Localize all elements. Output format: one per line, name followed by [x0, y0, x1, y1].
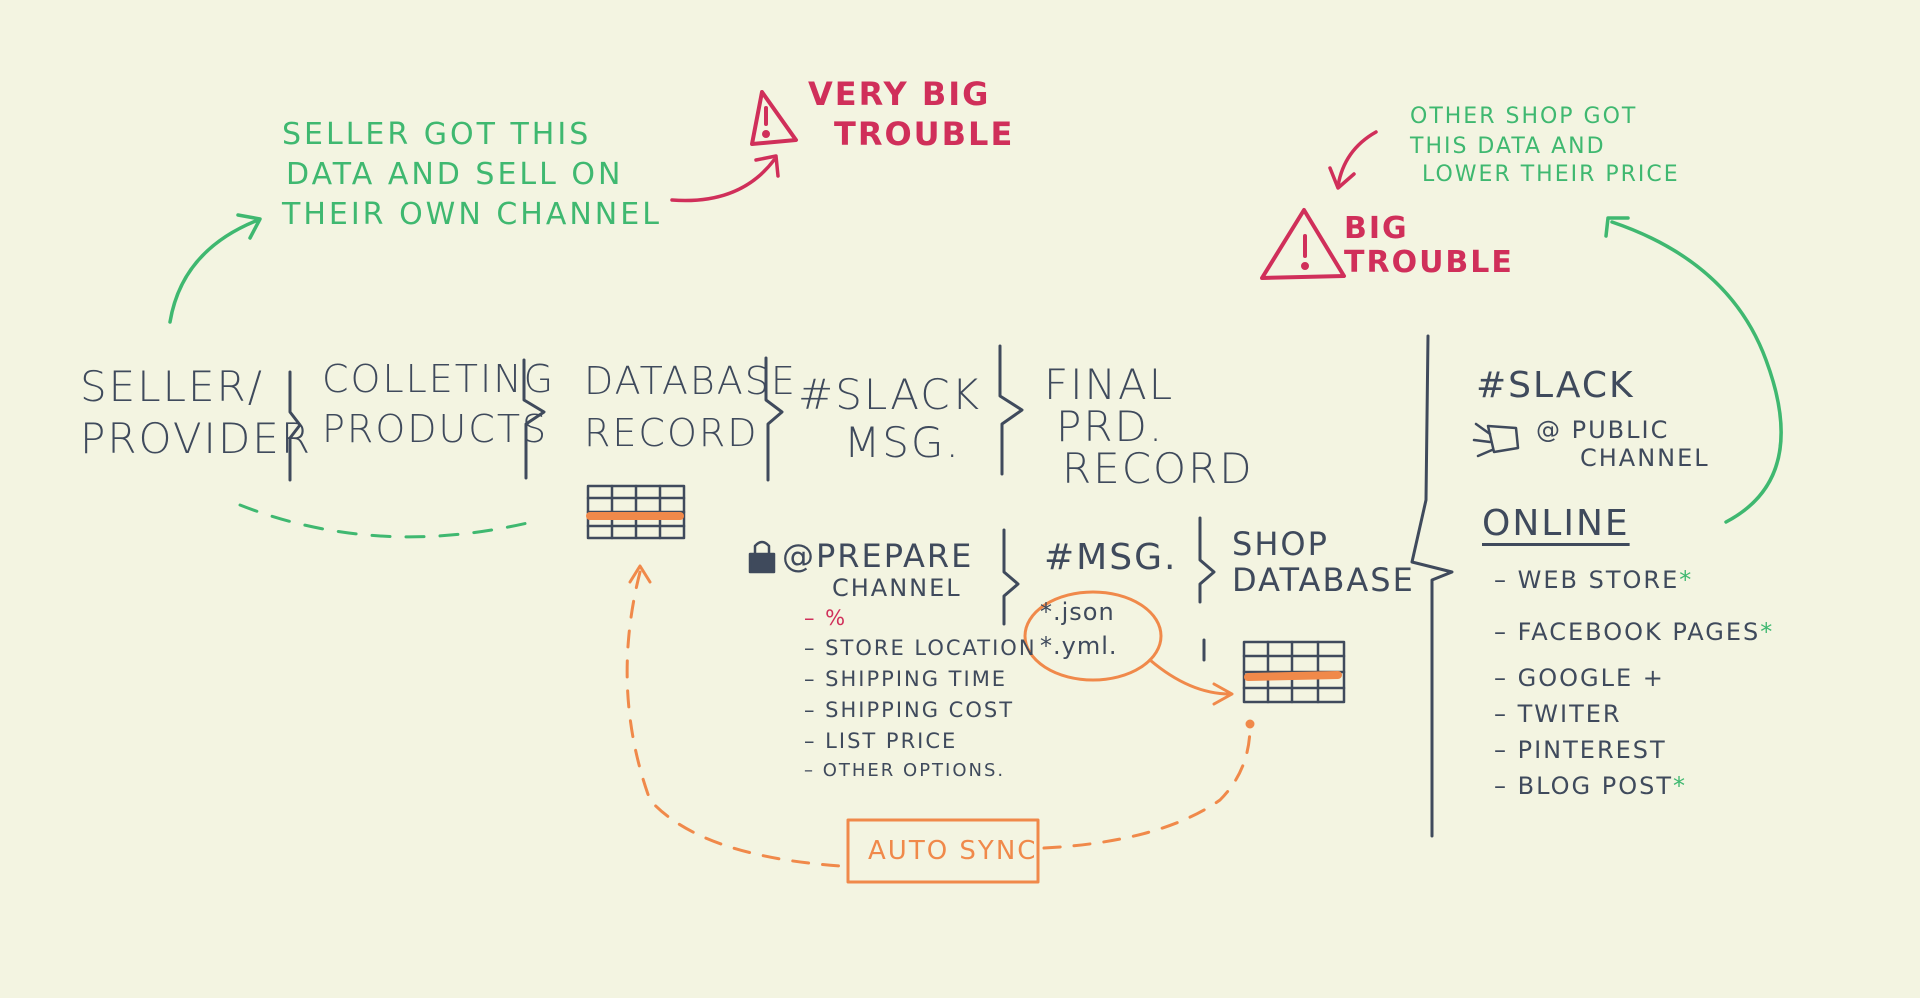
brace-2: [522, 358, 546, 480]
prepare-title-line2: CHANNEL: [832, 574, 962, 602]
very-big-trouble-note: VERY BIG TROUBLE: [808, 78, 1014, 150]
stage-database-line1: DATABASE: [584, 359, 797, 403]
online-item-blog-post: – BLOG POST*: [1494, 774, 1774, 810]
slack-public-channel: @ PUBLIC CHANNEL: [1536, 418, 1710, 470]
seller-note-line1: SELLER GOT THIS: [282, 117, 592, 152]
online-item-twiter: – TWITER: [1494, 702, 1774, 738]
online-web-store-label: – WEB STORE: [1494, 566, 1680, 594]
shop-database-label: SHOP DATABASE: [1232, 528, 1415, 596]
online-list: – WEB STORE* – FACEBOOK PAGES* – GOOGLE …: [1494, 568, 1774, 810]
stage-seller-line2: PROVIDER: [80, 414, 313, 463]
prepare-title-line1: @PREPARE: [782, 537, 974, 575]
very-big-trouble-arrow: [670, 158, 776, 203]
brace-4: [998, 344, 1024, 476]
online-blog-label: – BLOG POST: [1494, 772, 1673, 800]
big-trouble-line1: BIG: [1344, 211, 1409, 246]
online-twiter-label: – TWITER: [1494, 700, 1622, 728]
seller-note: SELLER GOT THIS DATA AND SELL ON THEIR O…: [282, 120, 662, 230]
stage-final-prd-record: FINAL PRD. RECORD: [1044, 364, 1254, 490]
other-shop-line3: LOWER THEIR PRICE: [1422, 162, 1680, 187]
brace-5: [1002, 528, 1020, 626]
stage-slack-msg: #SLACK MSG.: [798, 374, 981, 464]
stage-slack-line1: #SLACK: [798, 370, 982, 419]
big-trouble-line2: TROUBLE: [1344, 245, 1514, 280]
online-facebook-star: *: [1760, 618, 1775, 646]
formats-circle: [1023, 590, 1163, 682]
prepare-item-shipping-cost: – SHIPPING COST: [804, 698, 1015, 722]
seller-note-arrow: [168, 218, 260, 324]
formats-to-shop-db-arrow: [1148, 658, 1232, 696]
prepare-item-percent: – %: [804, 606, 848, 630]
main-divider: [1410, 334, 1454, 838]
warning-icon-very-big-trouble: [750, 90, 798, 146]
auto-sync-box: [846, 818, 1040, 884]
stage-database-line2: RECORD: [584, 411, 759, 455]
warning-icon-big-trouble: [1260, 208, 1346, 280]
stage-slack-line2: MSG.: [844, 418, 961, 467]
stage-collecting-line2: PRODUCTS: [322, 407, 549, 451]
msg-format-json: *.json: [1040, 598, 1115, 626]
msg-formats: *.json *.yml.: [1040, 600, 1118, 658]
online-google-label: – GOOGLE +: [1494, 664, 1665, 692]
prepare-channel-title: @PREPARE CHANNEL: [782, 540, 973, 600]
auto-sync-loop-left: [625, 570, 842, 868]
stage-collecting-products: COLLETING PRODUCTS: [322, 360, 555, 448]
stage-final-line1: FINAL: [1044, 360, 1175, 409]
online-blog-star: *: [1672, 772, 1687, 800]
online-item-pinterest: – PINTEREST: [1494, 738, 1774, 774]
prepare-item-shipping-time: – SHIPPING TIME: [804, 667, 1008, 691]
seller-to-database-dashed-link: [238, 503, 542, 539]
slack-public-title: #SLACK: [1476, 365, 1635, 406]
brace-6: [1198, 516, 1216, 604]
auto-sync-loop-right: [1042, 724, 1252, 850]
big-trouble-arrow: [1336, 130, 1378, 188]
slack-public-line1: @ PUBLIC: [1536, 416, 1670, 444]
msg-label: #MSG.: [1044, 537, 1178, 578]
brace-3: [764, 356, 784, 482]
shop-database-highlight: [1244, 671, 1342, 681]
very-big-trouble-line2: TROUBLE: [834, 115, 1015, 153]
stage-database-record: DATABASE RECORD: [584, 362, 797, 452]
seller-note-line2: DATA AND SELL ON: [286, 157, 624, 192]
online-item-google-plus: – GOOGLE +: [1494, 666, 1774, 702]
prepare-item-list: – % – STORE LOCATION – SHIPPING TIME – S…: [804, 608, 1037, 793]
other-shop-line2: THIS DATA AND: [1410, 134, 1606, 159]
lock-icon: [748, 540, 776, 574]
stage-seller-provider: SELLER/ PROVIDER: [80, 366, 312, 460]
brace-1: [288, 370, 302, 482]
slack-public-line2: CHANNEL: [1580, 444, 1710, 472]
online-item-web-store: – WEB STORE*: [1494, 568, 1774, 620]
online-title: ONLINE: [1482, 503, 1630, 544]
prepare-item-store-location: – STORE LOCATION: [804, 636, 1037, 660]
prepare-item-other-options: – OTHER OPTIONS.: [804, 760, 1006, 781]
seller-note-line3: THEIR OWN CHANNEL: [282, 197, 662, 232]
msg-format-yml: *.yml.: [1040, 632, 1118, 660]
shop-db-line1: SHOP: [1232, 525, 1329, 563]
prepare-item-list-price: – LIST PRICE: [804, 729, 958, 753]
stage-final-line2: PRD.: [1056, 402, 1165, 451]
big-trouble-note: BIG TROUBLE: [1344, 214, 1514, 278]
stage-final-line3: RECORD: [1062, 444, 1254, 493]
stage-dividers: [288, 334, 1454, 838]
very-big-trouble-line1: VERY BIG: [808, 75, 991, 113]
other-shop-line1: OTHER SHOP GOT: [1410, 104, 1638, 129]
stage-collecting-line1: COLLETING: [322, 357, 556, 401]
stage-seller-line1: SELLER/: [80, 362, 264, 411]
online-pinterest-label: – PINTEREST: [1494, 736, 1667, 764]
online-web-store-star: *: [1679, 566, 1694, 594]
shop-db-line2: DATABASE: [1232, 561, 1415, 599]
online-to-other-shop-arrow: [1610, 220, 1783, 524]
online-item-facebook-pages: – FACEBOOK PAGES*: [1494, 620, 1774, 666]
auto-sync-label: AUTO SYNC: [868, 836, 1038, 866]
other-shop-note: OTHER SHOP GOT THIS DATA AND LOWER THEIR…: [1410, 106, 1680, 186]
megaphone-icon: [1472, 422, 1520, 458]
online-facebook-label: – FACEBOOK PAGES: [1494, 618, 1761, 646]
